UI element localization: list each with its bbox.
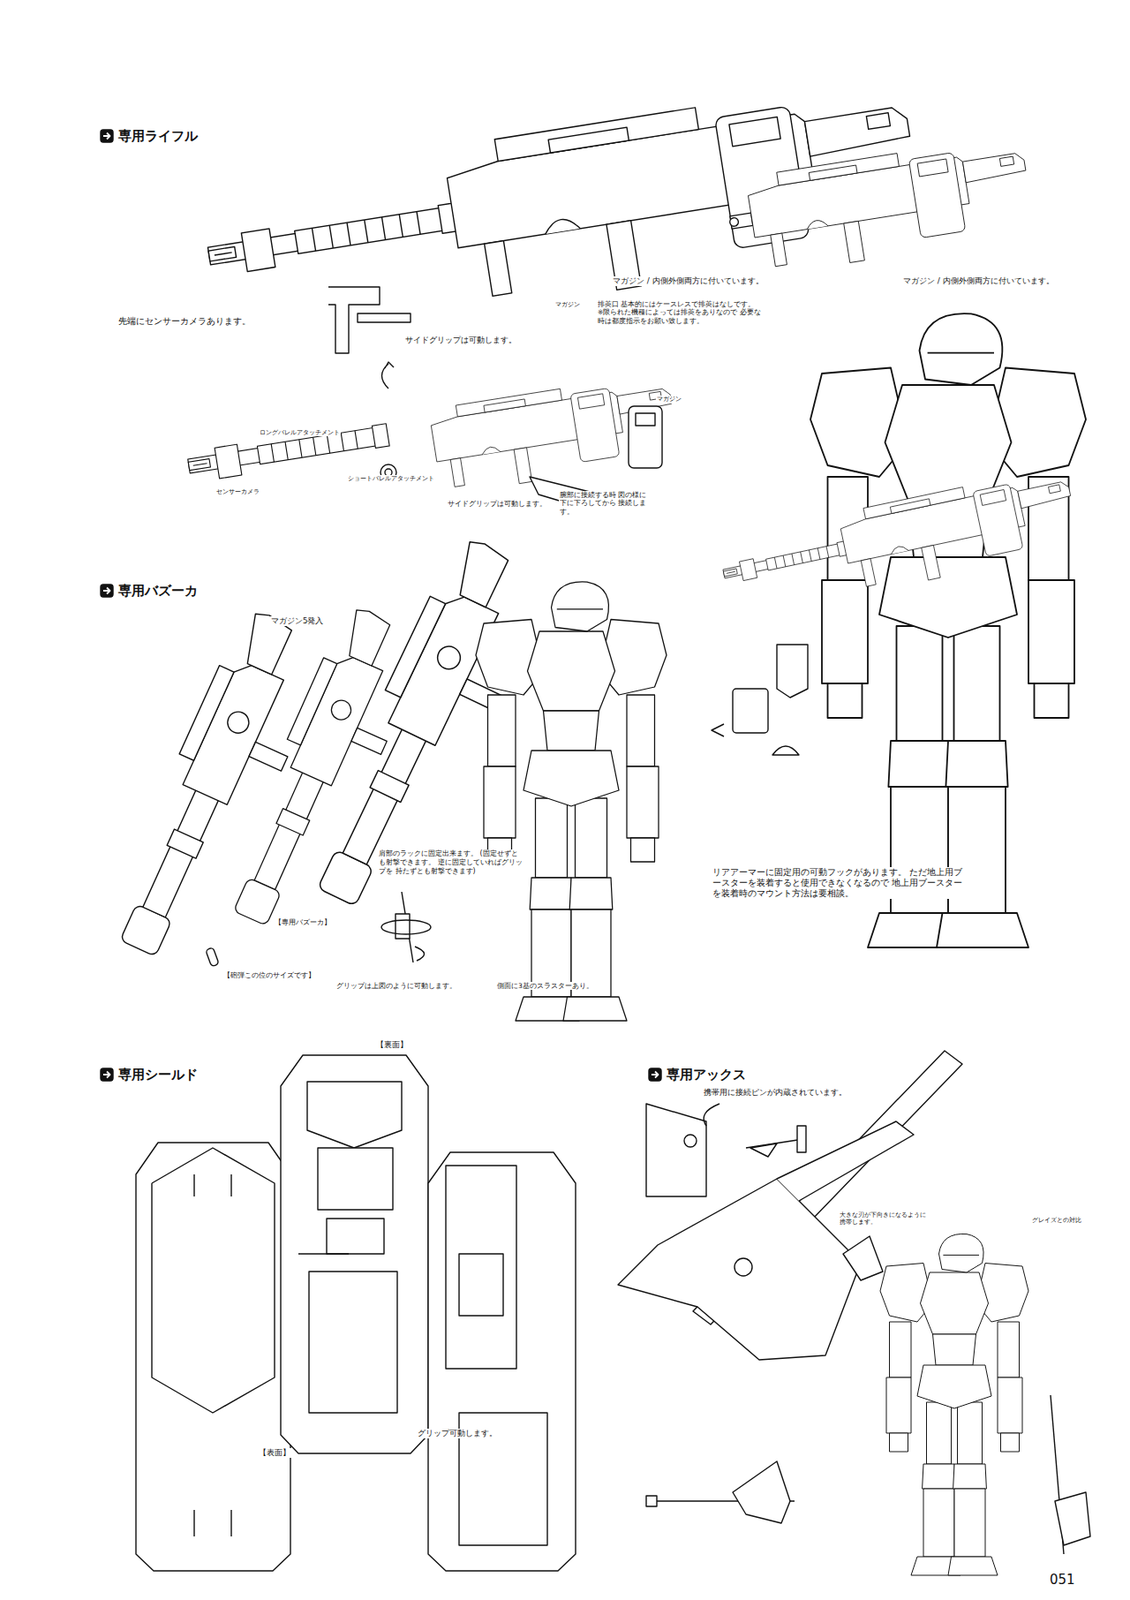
- annotation-note: 排莢口 基本的にはケースレスで排莢はなしです。 ※限られた機種によっては排莢をあ…: [596, 300, 762, 325]
- annotation-note: ロングバレルアタッチメント: [258, 429, 341, 437]
- page-number: 051: [1048, 1571, 1077, 1589]
- annotation-note: マガジン5発入: [270, 616, 324, 626]
- annotation-note: グリップ可動します。: [416, 1428, 498, 1439]
- heading-icon: [100, 1068, 113, 1081]
- annotation-note: サイドグリップは可動します。: [446, 499, 548, 508]
- annotation-note: マガジン / 内側外側両方に付いています。: [611, 276, 765, 287]
- annotation-note: ショートバレルアタッチメント: [346, 474, 436, 483]
- annotation-note: マガジン: [554, 301, 581, 309]
- section-heading: 専用ライフル: [117, 128, 199, 145]
- annotation-note: 腕部に接続する時 図の様に下に下ろしてから 接続します。: [558, 490, 654, 516]
- heading-icon: [648, 1068, 662, 1081]
- annotation-note: 先端にセンサーカメラあります。: [117, 316, 252, 328]
- annotation-note: 大きな刃が下向きになるように 携帯します。: [838, 1211, 929, 1226]
- annotation-note: センサーカメラ: [215, 488, 261, 496]
- annotation-note: サイドグリップは可動します。: [404, 335, 518, 346]
- annotation-note: グレイズとの対比: [1031, 1216, 1083, 1224]
- annotation-note: 【砲弾この位のサイズです】: [222, 971, 317, 980]
- annotation-note: 側面に3基のスラスターあり。: [496, 981, 595, 990]
- section-heading: 専用シールド: [117, 1066, 199, 1084]
- annotation-note: 【表面】: [257, 1447, 292, 1458]
- annotation-note: 【専用バズーカ】: [273, 918, 332, 927]
- annotation-note: 【裏面】: [375, 1039, 409, 1050]
- section-heading: 専用アックス: [665, 1066, 747, 1084]
- heading-icon: [100, 129, 113, 143]
- annotation-note: リアアーマーに固定用の可動フックがあります。 ただ地上用ブースターを装着すると使…: [711, 866, 970, 899]
- annotation-note: マガジン / 内側外側両方に付いています。: [902, 276, 1055, 287]
- section-heading: 専用バズーカ: [117, 582, 199, 600]
- annotation-note: 肩部のラックに固定出来ます。 (固定せずとも射撃できます。 逆に固定していればグ…: [377, 849, 526, 876]
- annotation-note: 携帯用に接続ピンが内蔵されています。: [702, 1087, 848, 1098]
- annotation-note: マガジン: [655, 395, 683, 404]
- annotation-note: グリップは上図のように可動します。: [335, 981, 458, 990]
- heading-icon: [100, 584, 113, 597]
